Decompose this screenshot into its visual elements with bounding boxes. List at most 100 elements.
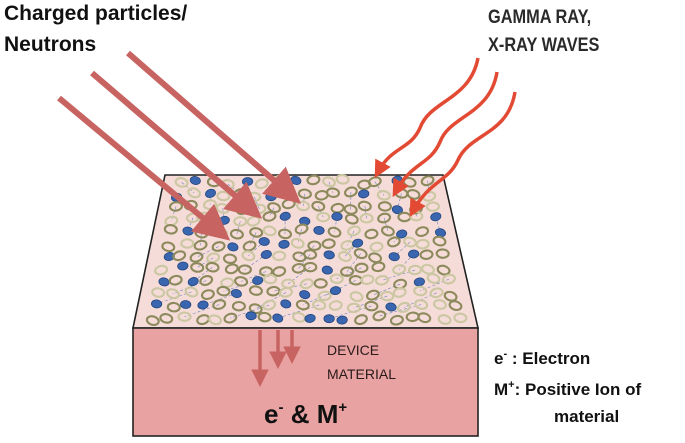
- particles-label-line1: Charged particles/: [4, 2, 188, 25]
- lattice-line: [318, 206, 324, 218]
- atom-ring-icon: [224, 263, 239, 275]
- atom-ring-icon: [368, 252, 383, 264]
- atom-ring-icon: [187, 187, 201, 199]
- lattice-line: [328, 181, 334, 193]
- atom-ring-icon: [317, 290, 332, 302]
- lattice-line: [346, 253, 361, 272]
- electron-dot-icon: [352, 238, 364, 248]
- electron-dot-icon: [280, 299, 292, 309]
- atom-ring-icon: [316, 211, 331, 223]
- atom-ring-icon: [374, 274, 390, 286]
- atom-ring-icon: [199, 275, 214, 286]
- atom-ring-icon: [436, 264, 451, 276]
- atom-ring-icon: [220, 277, 235, 288]
- lattice-line: [298, 254, 311, 269]
- electron-dot-icon: [329, 286, 342, 296]
- atom-ring-icon: [177, 311, 192, 322]
- atom-ring-icon: [389, 314, 404, 326]
- atom-ring-icon: [311, 200, 326, 212]
- atom-ring-icon: [346, 302, 361, 314]
- electron-dot-icon: [158, 277, 170, 287]
- atom-ring-icon: [369, 241, 384, 253]
- straight-arrow-icon: [57, 95, 231, 241]
- atom-ring-icon: [234, 276, 249, 287]
- atom-ring-icon: [335, 173, 350, 185]
- electron-dot-icon: [323, 250, 335, 260]
- wave-arrows: [374, 57, 517, 218]
- atom-ring-icon: [429, 287, 444, 299]
- atom-ring-icon: [312, 299, 327, 311]
- electron-dot-icon: [396, 229, 408, 239]
- atom-ring-icon: [344, 186, 358, 198]
- atom-ring-icon: [337, 251, 352, 262]
- atom-ring-icon: [313, 278, 328, 289]
- atom-ring-icon: [372, 310, 387, 322]
- legend-electron: e- : Electron: [494, 341, 641, 372]
- atom-ring-icon: [211, 241, 226, 252]
- atom-ring-icon: [413, 285, 428, 297]
- legend-ion-text: : Positive Ion of: [514, 380, 642, 399]
- atom-ring-icon: [189, 251, 204, 263]
- atom-ring-icon: [349, 291, 364, 303]
- products-ion-charge: +: [338, 399, 348, 416]
- atom-ring-icon: [299, 278, 314, 290]
- electron-dot-icon: [272, 313, 284, 323]
- atom-ring-icon: [159, 313, 174, 324]
- electron-dot-icon: [180, 300, 192, 309]
- electron-dot-icon: [258, 237, 270, 246]
- atom-ring-icon: [420, 175, 435, 187]
- lattice-line: [249, 232, 257, 247]
- electron-dot-icon: [336, 315, 348, 325]
- device-label-line1: DEVICE: [327, 342, 380, 358]
- electron-dot-icon: [227, 242, 239, 252]
- atom-ring-icon: [303, 261, 318, 273]
- atom-ring-icon: [193, 239, 208, 251]
- atom-ring-icon: [347, 225, 361, 237]
- atom-ring-icon: [249, 227, 264, 238]
- electron-dot-icon: [385, 302, 397, 312]
- atom-ring-icon: [325, 187, 341, 198]
- electron-dot-icon: [265, 192, 277, 202]
- atom-ring-icon: [184, 286, 199, 298]
- atom-ring-icon: [174, 177, 189, 188]
- atom-ring-icon: [277, 228, 293, 240]
- wavy-arrow-icon: [409, 91, 517, 218]
- atom-ring-icon: [377, 201, 392, 212]
- lattice-line: [347, 230, 355, 246]
- atom-ring-icon: [380, 290, 395, 302]
- electron-dot-icon: [205, 188, 216, 198]
- atom-ring-icon: [229, 228, 244, 240]
- atom-ring-icon: [415, 226, 430, 237]
- lattice-line: [196, 246, 219, 258]
- atom-ring-icon: [380, 225, 395, 237]
- atom-ring-icon: [359, 213, 374, 224]
- electron-dot-icon: [177, 261, 189, 271]
- legend-ion-charge: +: [508, 379, 515, 391]
- atom-ring-icon: [435, 248, 450, 259]
- atom-ring-icon: [166, 301, 181, 313]
- atom-ring-icon: [354, 262, 369, 274]
- electron-dot-icon: [151, 299, 163, 309]
- atom-ring-icon: [442, 273, 456, 285]
- atom-ring-icon: [166, 288, 180, 300]
- atom-ring-icon: [248, 285, 263, 296]
- atom-ring-icon: [279, 287, 293, 298]
- atom-ring-icon: [354, 314, 368, 326]
- atom-ring-icon: [294, 223, 309, 235]
- atom-ring-icon: [272, 266, 287, 277]
- atom-ring-icon: [453, 312, 468, 324]
- atom-ring-icon: [223, 312, 238, 324]
- device-block-front: [132, 327, 479, 437]
- electron-dot-icon: [304, 313, 316, 323]
- atom-ring-icon: [407, 264, 423, 276]
- lattice-line: [171, 206, 177, 222]
- atom-ring-icon: [303, 249, 318, 260]
- atom-ring-icon: [262, 225, 277, 237]
- atom-ring-icon: [443, 290, 458, 302]
- legend-electron-charge: -: [503, 348, 508, 360]
- atom-ring-icon: [367, 176, 382, 188]
- atom-ring-icon: [205, 261, 220, 273]
- atom-ring-icon: [433, 299, 447, 310]
- lattice-line: [302, 193, 306, 206]
